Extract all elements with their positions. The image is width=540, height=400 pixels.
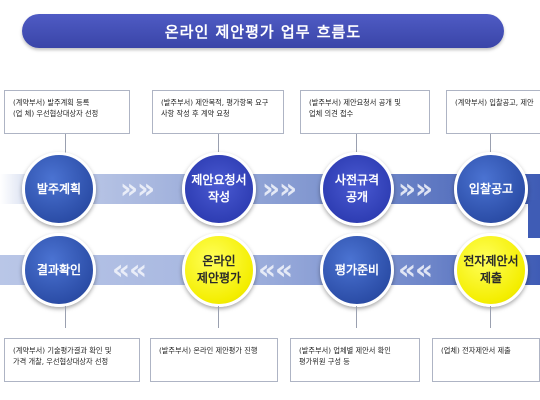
connector-line (356, 306, 357, 328)
connector-line (356, 134, 357, 154)
stage-result-check: 결과확인 (22, 233, 96, 307)
stage-order-plan: 발주계획 (22, 152, 96, 226)
chevron-left-icon: « (398, 253, 417, 286)
note-result-check: (계약부서) 기술평가결과 확인 및 가격 개찰, 우선협상대상자 선정 (4, 338, 140, 382)
note-online-evaluation: (발주부서) 온라인 제안평가 진행 (150, 338, 278, 382)
note-bid-notice: (계약부서) 입찰공고, 제안 (446, 90, 540, 134)
chevron-left-icon: « (129, 253, 148, 286)
connector-line (490, 134, 491, 154)
stage-e-proposal-submit: 전자제안서 제출 (454, 233, 528, 307)
chevron-right-icon: » (120, 172, 139, 205)
connector-line (218, 134, 219, 154)
connector-line (218, 306, 219, 328)
stage-rfp-writing: 제안요청서 작성 (182, 152, 256, 226)
note-e-proposal-submit: (업체) 전자제안서 제출 (432, 338, 540, 382)
connector-line (65, 306, 66, 328)
note-evaluation-prep: (발주부서) 업체별 제안서 확인 평가위원 구성 등 (290, 338, 420, 382)
connector-line (65, 134, 66, 154)
note-rfp-writing: (발주부서) 제안목적, 평가항목 요구 사항 작성 후 계약 요청 (152, 90, 284, 134)
chevron-left-icon: « (415, 253, 434, 286)
stage-bid-notice: 입찰공고 (454, 152, 528, 226)
note-pre-spec: (발주부서) 제안요청서 공개 및 업체 의견 접수 (300, 90, 430, 134)
chevron-right-icon: » (262, 172, 281, 205)
flow-title: 온라인 제안평가 업무 흐름도 (22, 14, 504, 48)
chevron-right-icon: » (398, 172, 417, 205)
flow-turn-connector (528, 200, 540, 238)
chevron-left-icon: « (275, 253, 294, 286)
chevron-left-icon: « (112, 253, 131, 286)
chevron-right-icon: » (137, 172, 156, 205)
stage-evaluation-prep: 평가준비 (320, 233, 394, 307)
chevron-left-icon: « (258, 253, 277, 286)
chevron-right-icon: » (415, 172, 434, 205)
chevron-right-icon: » (279, 172, 298, 205)
note-order-plan: (계약부서) 발주계획 등록 (업 체) 우선협상대상자 선정 (4, 90, 130, 134)
stage-online-evaluation: 온라인 제안평가 (182, 233, 256, 307)
connector-line (490, 306, 491, 328)
stage-pre-spec-disclosure: 사전규격 공개 (320, 152, 394, 226)
